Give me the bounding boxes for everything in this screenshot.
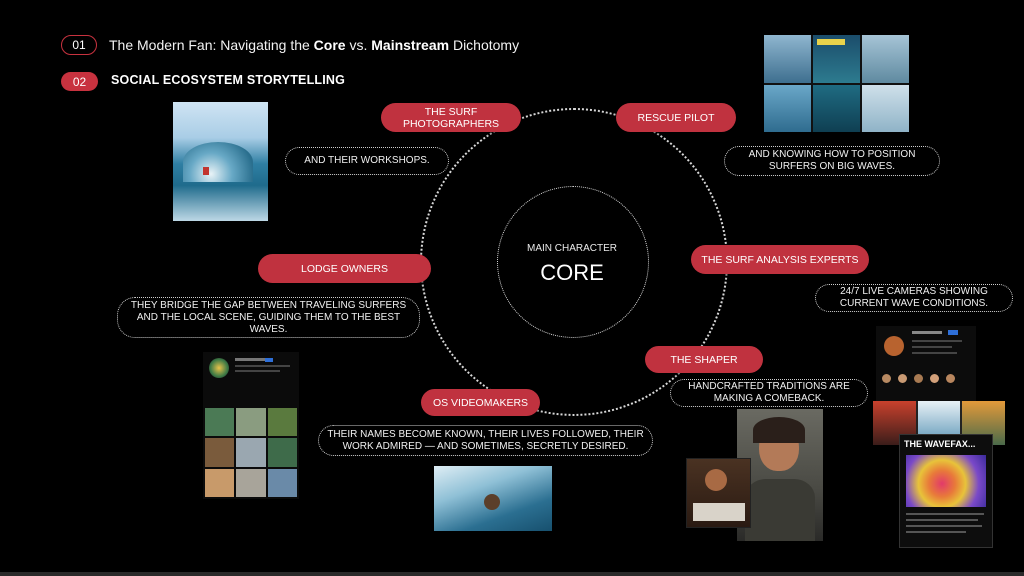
role-the-shaper: THE SHAPER	[645, 346, 763, 373]
note-photographers: AND THEIR WORKSHOPS.	[285, 147, 449, 175]
shaper-portrait-photo	[737, 409, 823, 541]
title-text-1: The Modern Fan: Navigating the	[109, 37, 314, 53]
core-title: CORE	[540, 260, 604, 285]
section-number-01: 01	[61, 35, 97, 55]
note-lodge-owners: THEY BRIDGE THE GAP BETWEEN TRAVELING SU…	[117, 297, 420, 338]
surf-photographer-photo	[173, 102, 268, 221]
role-surf-analysis-experts: THE SURF ANALYSIS EXPERTS	[691, 245, 869, 274]
bottom-bar	[0, 572, 1024, 576]
note-videomakers: THEIR NAMES BECOME KNOWN, THEIR LIVES FO…	[318, 425, 653, 456]
wavefax-title: THE WAVEFAX...	[904, 439, 976, 449]
inner-ring	[497, 186, 649, 338]
role-surf-photographers: THE SURF PHOTOGRAPHERS	[381, 103, 521, 132]
role-os-videomakers: OS VIDEOMAKERS	[421, 389, 540, 416]
section-number-02: 02	[61, 72, 98, 91]
title-text-3: Dichotomy	[449, 37, 520, 53]
rescue-pilot-photo-grid	[764, 35, 909, 132]
role-lodge-owners: LODGE OWNERS	[258, 254, 431, 283]
wavefax-card: THE WAVEFAX...	[899, 434, 993, 548]
shaper-profile	[876, 326, 976, 403]
title-text-2: vs.	[345, 37, 372, 53]
slide-title: The Modern Fan: Navigating the Core vs. …	[109, 37, 519, 53]
lodge-owners-profile	[203, 352, 299, 499]
note-surf-analysis: 24/7 LIVE CAMERAS SHOWING CURRENT WAVE C…	[815, 284, 1013, 312]
role-rescue-pilot: RESCUE PILOT	[616, 103, 736, 132]
section-subtitle: SOCIAL ECOSYSTEM STORYTELLING	[111, 73, 346, 87]
title-core: Core	[313, 37, 346, 53]
shaper-workshop-photo	[686, 458, 751, 528]
note-rescue-pilot: AND KNOWING HOW TO POSITION SURFERS ON B…	[724, 146, 940, 176]
title-mainstream: Mainstream	[371, 37, 450, 53]
videomakers-photo	[434, 466, 552, 531]
main-character-label: MAIN CHARACTER	[526, 243, 617, 254]
note-shaper: HANDCRAFTED TRADITIONS ARE MAKING A COME…	[670, 379, 868, 407]
